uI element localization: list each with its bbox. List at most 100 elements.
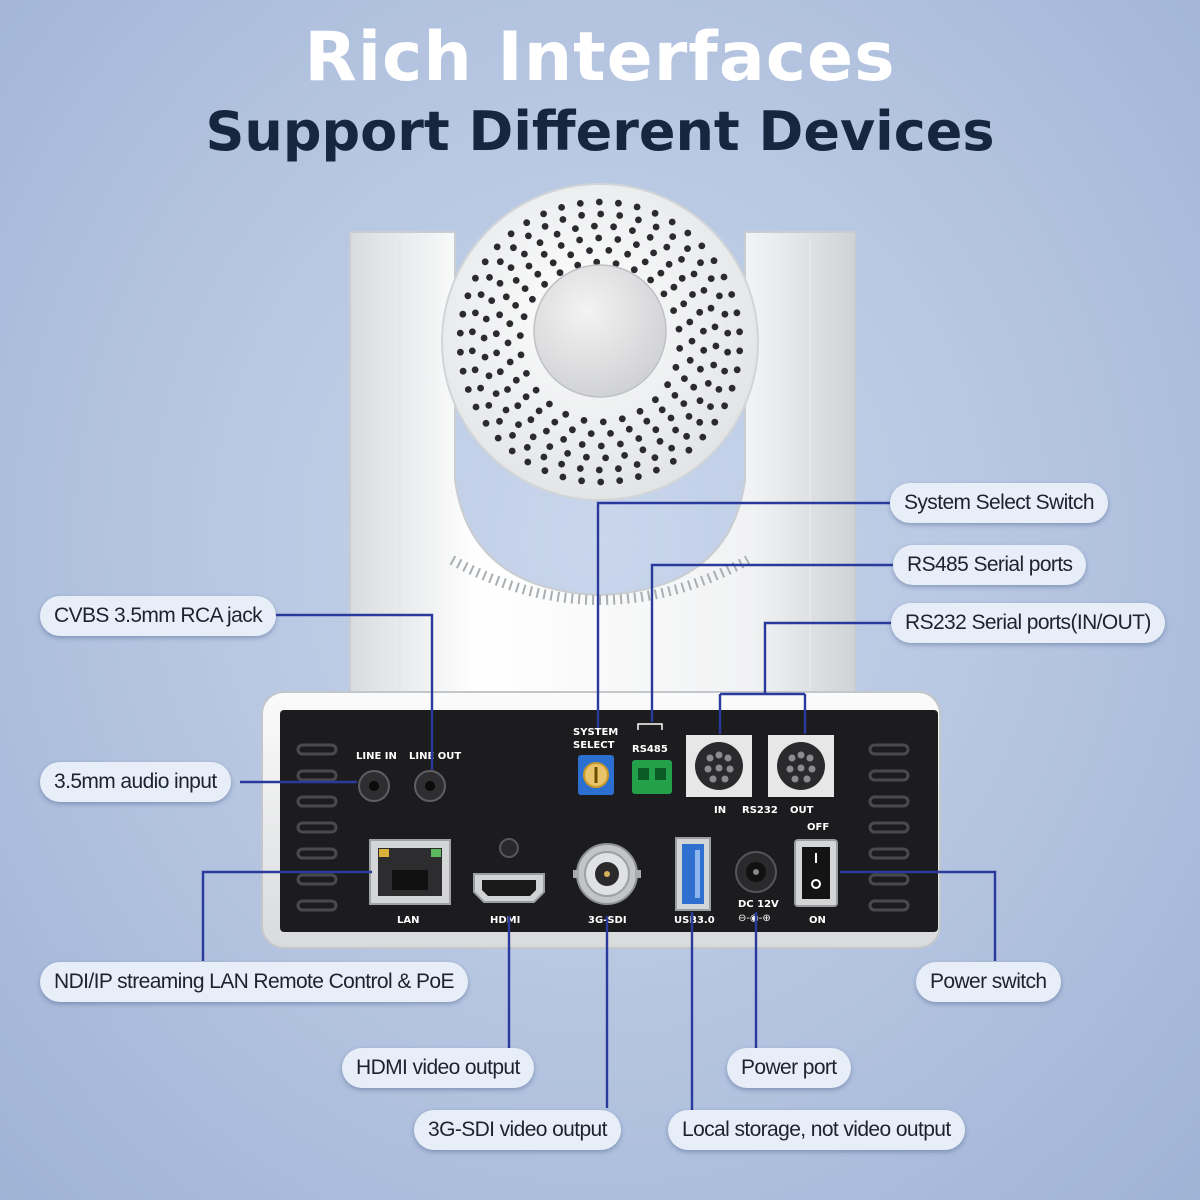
callout-system-select-switch: System Select Switch — [890, 483, 1108, 523]
lan-port — [369, 839, 451, 905]
grille-hole — [641, 258, 649, 266]
grille-hole — [578, 211, 585, 219]
grille-hole — [664, 381, 671, 389]
grille-hole — [724, 348, 731, 356]
callout-rs485-serial-ports: RS485 Serial ports — [893, 545, 1087, 585]
grille-hole — [605, 247, 613, 254]
grille-hole — [653, 466, 660, 474]
grille-hole — [564, 450, 571, 457]
grille-hole — [728, 384, 736, 392]
grille-hole — [521, 285, 529, 292]
grille-hole — [512, 376, 520, 384]
grille-hole — [652, 396, 659, 404]
grille-hole — [534, 270, 542, 278]
rs485-terminal — [632, 760, 672, 794]
grille-hole — [540, 453, 548, 461]
grille-hole — [541, 467, 549, 475]
grille-hole — [602, 454, 609, 462]
grille-hole — [688, 337, 696, 345]
grille-hole — [728, 291, 736, 298]
grille-hole — [671, 392, 679, 399]
system-select-dial — [578, 755, 614, 795]
grille-hole — [652, 426, 660, 434]
grille-hole — [457, 348, 464, 356]
grille-hole — [690, 383, 698, 391]
grille-hole — [481, 353, 489, 361]
grille-hole — [459, 310, 467, 318]
grille-hole — [630, 266, 638, 274]
grille-hole — [614, 236, 622, 243]
grille-hole — [569, 426, 576, 434]
grille-hole — [477, 291, 485, 298]
grille-hole — [587, 430, 595, 437]
grille-hole — [586, 247, 593, 255]
screw-hole — [499, 838, 519, 858]
grille-hole — [668, 444, 675, 452]
grille-hole — [496, 417, 503, 425]
vent-slots — [296, 743, 910, 912]
grille-hole — [477, 384, 484, 392]
grille-hole — [615, 199, 622, 207]
grille-hole — [633, 461, 641, 468]
line-out-jack — [414, 770, 446, 802]
grille-hole — [685, 446, 693, 454]
grille-hole — [657, 269, 665, 277]
grille-hole — [540, 210, 547, 218]
grille-hole — [639, 446, 647, 454]
grille-hole — [493, 349, 500, 357]
grille-hole — [509, 432, 516, 439]
callout-hdmi-video-output: HDMI video output — [342, 1048, 534, 1088]
grille-hole — [576, 236, 583, 244]
grille-hole — [576, 465, 584, 472]
grille-hole — [459, 367, 467, 375]
grille-hole — [514, 402, 522, 410]
grille-hole — [597, 210, 605, 218]
grille-hole — [482, 419, 490, 427]
grille-hole — [660, 290, 668, 298]
grille-hole — [715, 386, 723, 393]
grille-hole — [665, 260, 673, 268]
grille-hole — [553, 230, 561, 238]
grille-hole — [599, 418, 607, 426]
grille-hole — [535, 407, 543, 415]
grille-hole — [515, 421, 522, 428]
grille-hole — [675, 325, 683, 333]
grille-hole — [508, 447, 516, 455]
callout-sdi-video-output: 3G-SDI video output — [414, 1110, 621, 1150]
grille-hole — [496, 279, 504, 287]
grille-hole — [472, 274, 479, 282]
grille-hole — [562, 410, 570, 418]
grille-hole — [670, 283, 678, 291]
grille-hole — [560, 436, 567, 443]
label-rs485: RS485 — [632, 744, 668, 755]
grille-hole — [523, 219, 531, 227]
grille-hole — [721, 402, 728, 410]
grille-hole — [711, 323, 719, 331]
grille-hole — [527, 416, 535, 424]
grille-hole — [643, 417, 651, 425]
grille-hole — [672, 363, 680, 371]
grille-hole — [510, 244, 517, 252]
callout-ndi-lan-poe: NDI/IP streaming LAN Remote Control & Po… — [40, 962, 468, 1002]
grille-hole — [683, 432, 690, 440]
grille-hole — [686, 318, 694, 326]
grille-hole — [678, 274, 686, 282]
dc-power-port — [735, 851, 777, 893]
grille-hole — [543, 427, 550, 435]
grille-hole — [578, 477, 585, 485]
grille-hole — [676, 345, 684, 352]
grille-hole — [710, 257, 718, 265]
grille-hole — [488, 297, 496, 304]
grille-hole — [712, 342, 720, 350]
label-line-in: LINE IN — [356, 751, 397, 762]
grille-hole — [485, 372, 493, 380]
lens-cover — [533, 264, 667, 398]
grille-hole — [481, 258, 489, 266]
usb3-port — [675, 837, 711, 911]
grille-hole — [607, 430, 614, 437]
grille-hole — [583, 453, 590, 461]
grille-hole — [493, 243, 501, 251]
grille-hole — [572, 225, 579, 233]
grille-hole — [667, 414, 675, 422]
